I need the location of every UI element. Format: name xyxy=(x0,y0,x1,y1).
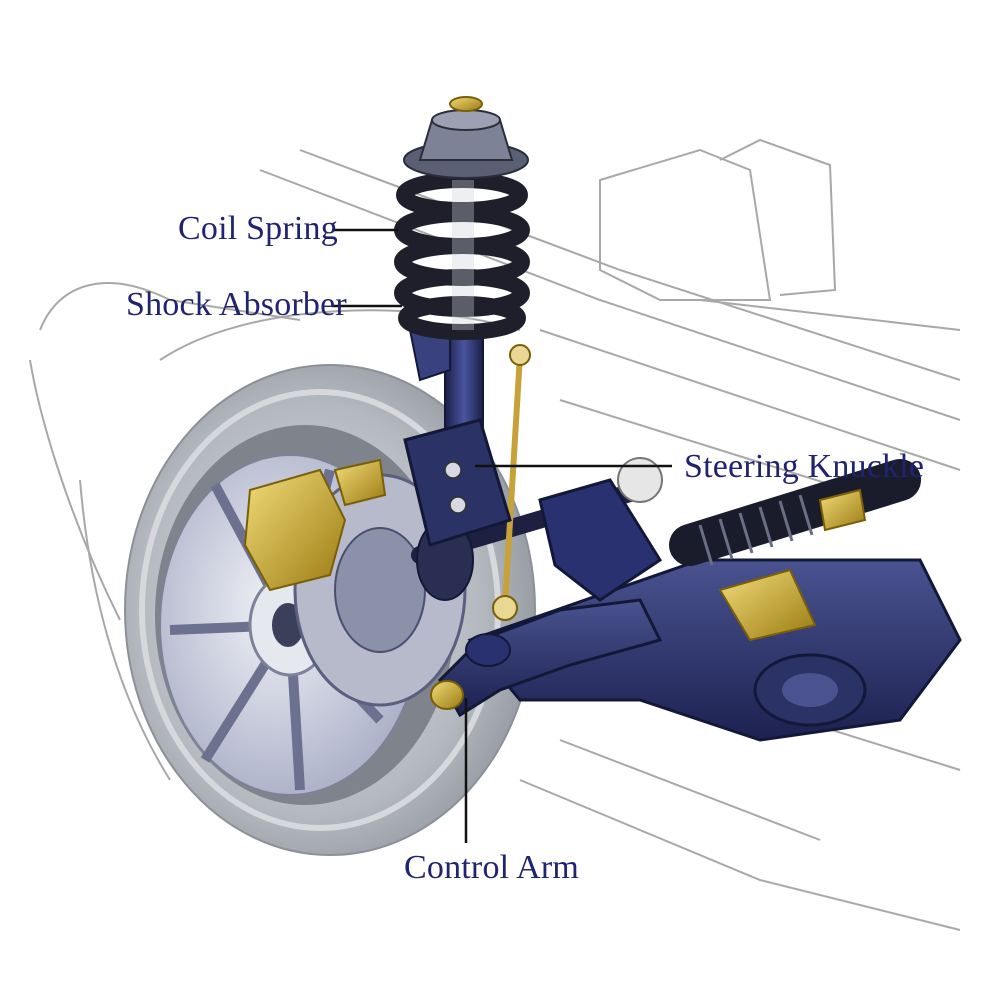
coil-spring-label: Coil Spring xyxy=(178,210,338,247)
strut-top-mount xyxy=(403,96,529,179)
control-arm xyxy=(430,598,663,718)
leader-lines xyxy=(332,228,672,843)
brake-caliper xyxy=(243,458,387,592)
coil-spring xyxy=(394,172,530,340)
strut-assembly xyxy=(403,329,512,547)
steering-rack xyxy=(669,459,921,642)
control-arm-label: Control Arm xyxy=(404,849,580,886)
strut-rod xyxy=(452,180,474,330)
sway-bar-link xyxy=(492,344,531,621)
steering-knuckle-label: Steering Knuckle xyxy=(684,448,925,485)
chassis-bracket xyxy=(538,457,663,602)
shock-absorber-label: Shock Absorber xyxy=(126,286,347,323)
